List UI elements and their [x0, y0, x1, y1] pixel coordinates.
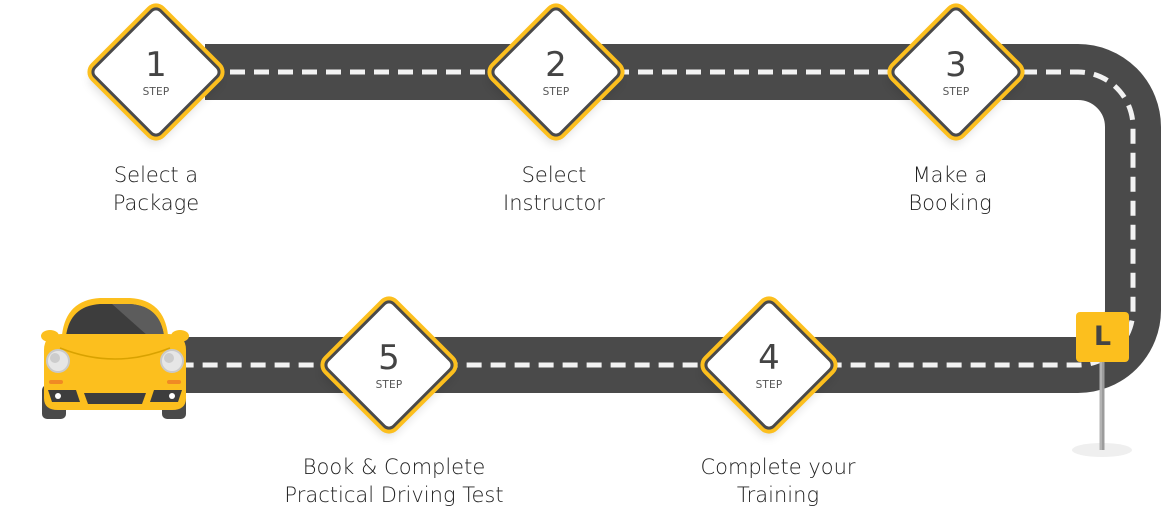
step-label: STEP	[142, 86, 170, 98]
step-label: STEP	[942, 86, 970, 98]
step-label: STEP	[542, 86, 570, 98]
caption-line: Instructor	[503, 191, 605, 215]
step-caption-5: Book & Complete Practical Driving Test	[244, 453, 544, 509]
l-plate-sign-icon	[1072, 355, 1132, 457]
step-label: STEP	[375, 379, 403, 391]
car-front-icon	[41, 298, 189, 419]
caption-line: Package	[112, 191, 200, 215]
caption-line: Book & Complete	[302, 455, 486, 479]
caption-line: Complete your	[700, 455, 856, 479]
step-number: 5	[378, 338, 400, 378]
step-number: 1	[145, 45, 167, 85]
step-marker-2: 2 STEP	[486, 2, 626, 142]
l-plate-sign: L	[1076, 312, 1129, 362]
step-number: 4	[758, 338, 780, 378]
step-number: 3	[945, 45, 967, 85]
caption-line: Select	[521, 163, 587, 187]
step-label: STEP	[755, 379, 783, 391]
caption-line: Booking	[908, 191, 992, 215]
caption-line: Training	[736, 483, 820, 507]
step-caption-2: Select Instructor	[404, 161, 704, 217]
step-marker-1: 1 STEP	[86, 2, 226, 142]
step-number: 2	[545, 45, 567, 85]
step-caption-4: Complete your Training	[628, 453, 928, 509]
step-caption-3: Make a Booking	[800, 161, 1100, 217]
caption-line: Practical Driving Test	[284, 483, 504, 507]
caption-line: Make a	[912, 163, 988, 187]
step-marker-3: 3 STEP	[886, 2, 1026, 142]
step-caption-1: Select a Package	[6, 161, 306, 217]
step-marker-4: 4 STEP	[699, 295, 839, 435]
step-marker-5: 5 STEP	[319, 295, 459, 435]
caption-line: Select a	[113, 163, 199, 187]
